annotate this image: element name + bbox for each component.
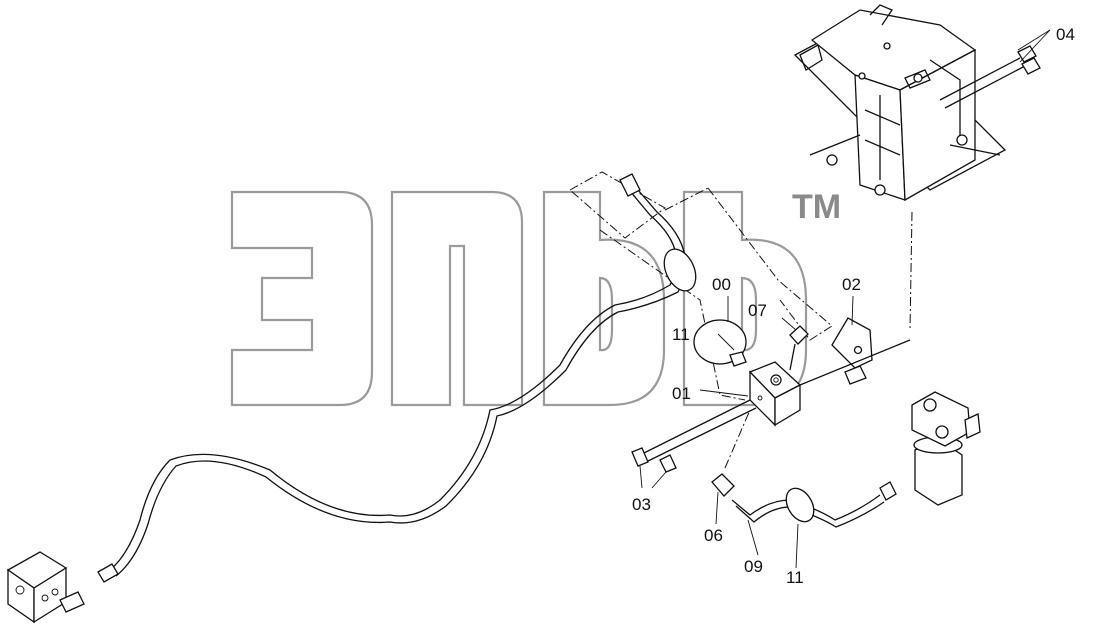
- watermark-trademark: TM: [792, 188, 841, 226]
- callout-06: 06: [704, 526, 723, 545]
- callout-04: 04: [1056, 25, 1075, 44]
- callout-11-bottom: 11: [786, 568, 804, 587]
- control-valve: [6, 551, 119, 624]
- watermark-logo: TM: [230, 188, 841, 407]
- bracket-frame: [793, 4, 1041, 202]
- callout-09: 09: [744, 557, 763, 576]
- callout-01: 01: [672, 384, 691, 403]
- callout-03: 03: [632, 495, 651, 514]
- filter-assembly: [911, 391, 981, 506]
- callout-07: 07: [748, 301, 767, 320]
- callout-00: 00: [712, 275, 731, 294]
- callout-11-top: 11: [672, 325, 690, 344]
- leader-lines: [639, 29, 1051, 569]
- valve-block: [631, 317, 911, 473]
- callout-02: 02: [842, 275, 861, 294]
- leader-bracket: [909, 211, 913, 331]
- long-hose: [109, 173, 697, 577]
- short-hose: [711, 409, 897, 528]
